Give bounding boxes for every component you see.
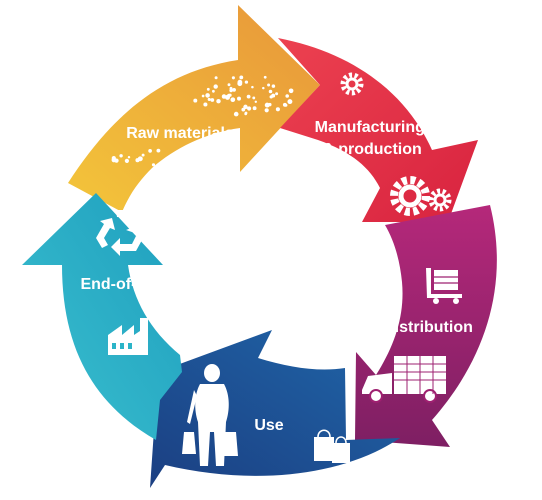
label-raw-materials: Raw materials: [126, 125, 234, 142]
raw-materials-arrow: [68, 5, 320, 212]
shopper-icon: [182, 364, 238, 466]
recycle-icon: [96, 210, 142, 256]
shopping-bags-icon: [314, 429, 350, 463]
end-of-life-arrow: [22, 193, 182, 440]
gears-icon: [340, 72, 452, 216]
factory-icon: [108, 318, 148, 355]
label-end-of-life: End-of-life: [80, 276, 159, 293]
stage-manufacturing: [278, 38, 478, 222]
label-distribution: Distribution: [383, 319, 473, 336]
delivery-truck-icon: [362, 356, 446, 403]
manufacturing-arrow: [278, 38, 478, 222]
label-manufacturing: Manufacturing & production: [315, 119, 430, 158]
trolley-icon: [426, 268, 462, 304]
label-use: Use: [254, 417, 283, 434]
particles-icon: [111, 75, 294, 167]
stage-end-of-life: [22, 193, 182, 440]
stage-raw-materials: [68, 5, 320, 212]
